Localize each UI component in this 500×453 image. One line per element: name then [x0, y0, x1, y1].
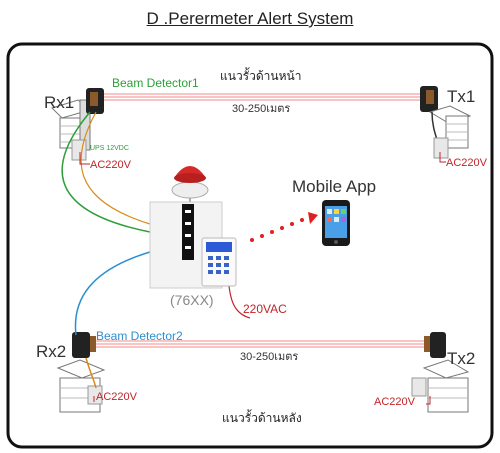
- diagram-title: D .Perermeter Alert System: [146, 9, 354, 28]
- ac-rx2-label: AC220V: [96, 391, 137, 403]
- top-zone-label: แนวรั้วด้านหน้า: [220, 69, 302, 83]
- panel-power-label: 220VAC: [243, 302, 287, 316]
- ac-tx1-label: AC220V: [446, 157, 487, 169]
- phone-icon: [322, 200, 350, 246]
- rx1-label: Rx1: [44, 93, 75, 112]
- beam-detector1-label: Beam Detector1: [112, 76, 199, 90]
- ac-rx1-label: AC220V: [90, 159, 131, 171]
- wireless-arrow: [250, 212, 318, 242]
- beam-line-bottom: [96, 340, 432, 348]
- rx1-post: [51, 88, 104, 161]
- rx2-sensor: [72, 332, 90, 358]
- tx2-label: Tx2: [447, 349, 476, 368]
- ac-line-tx2: [426, 396, 431, 405]
- ac-line-rx1: [79, 152, 90, 165]
- ups-label: UPS 12VDC: [90, 145, 129, 152]
- rx2-post: [56, 332, 106, 413]
- tx1-post: [420, 86, 472, 159]
- tx2-sensor: [430, 332, 446, 358]
- bottom-zone-label: แนวรั้วด้านหลัง: [222, 411, 302, 425]
- perimeter-boundary: [6, 42, 494, 449]
- ac-line-tx1: [439, 152, 446, 163]
- bottom-distance-label: 30-250เมตร: [240, 351, 299, 363]
- wire-rx2-blue: [74, 251, 151, 336]
- wire-rx1-orange: [80, 111, 151, 225]
- beam-detector2-label: Beam Detector2: [96, 329, 183, 343]
- tx2-power-box: [411, 377, 427, 397]
- keypad-icon: [201, 237, 237, 287]
- tx1-label: Tx1: [447, 87, 476, 106]
- siren-icon: [171, 166, 209, 199]
- beam-line-top: [104, 93, 428, 101]
- tx2-post: [411, 332, 470, 413]
- top-distance-label: 30-250เมตร: [232, 103, 291, 115]
- tx1-power-box: [433, 137, 449, 159]
- rx2-label: Rx2: [36, 342, 67, 361]
- ac-tx2-label: AC220V: [374, 396, 415, 408]
- mobile-app-label: Mobile App: [292, 177, 377, 196]
- wire-rx1-green: [61, 111, 151, 233]
- panel-model-label: (76XX): [170, 292, 214, 308]
